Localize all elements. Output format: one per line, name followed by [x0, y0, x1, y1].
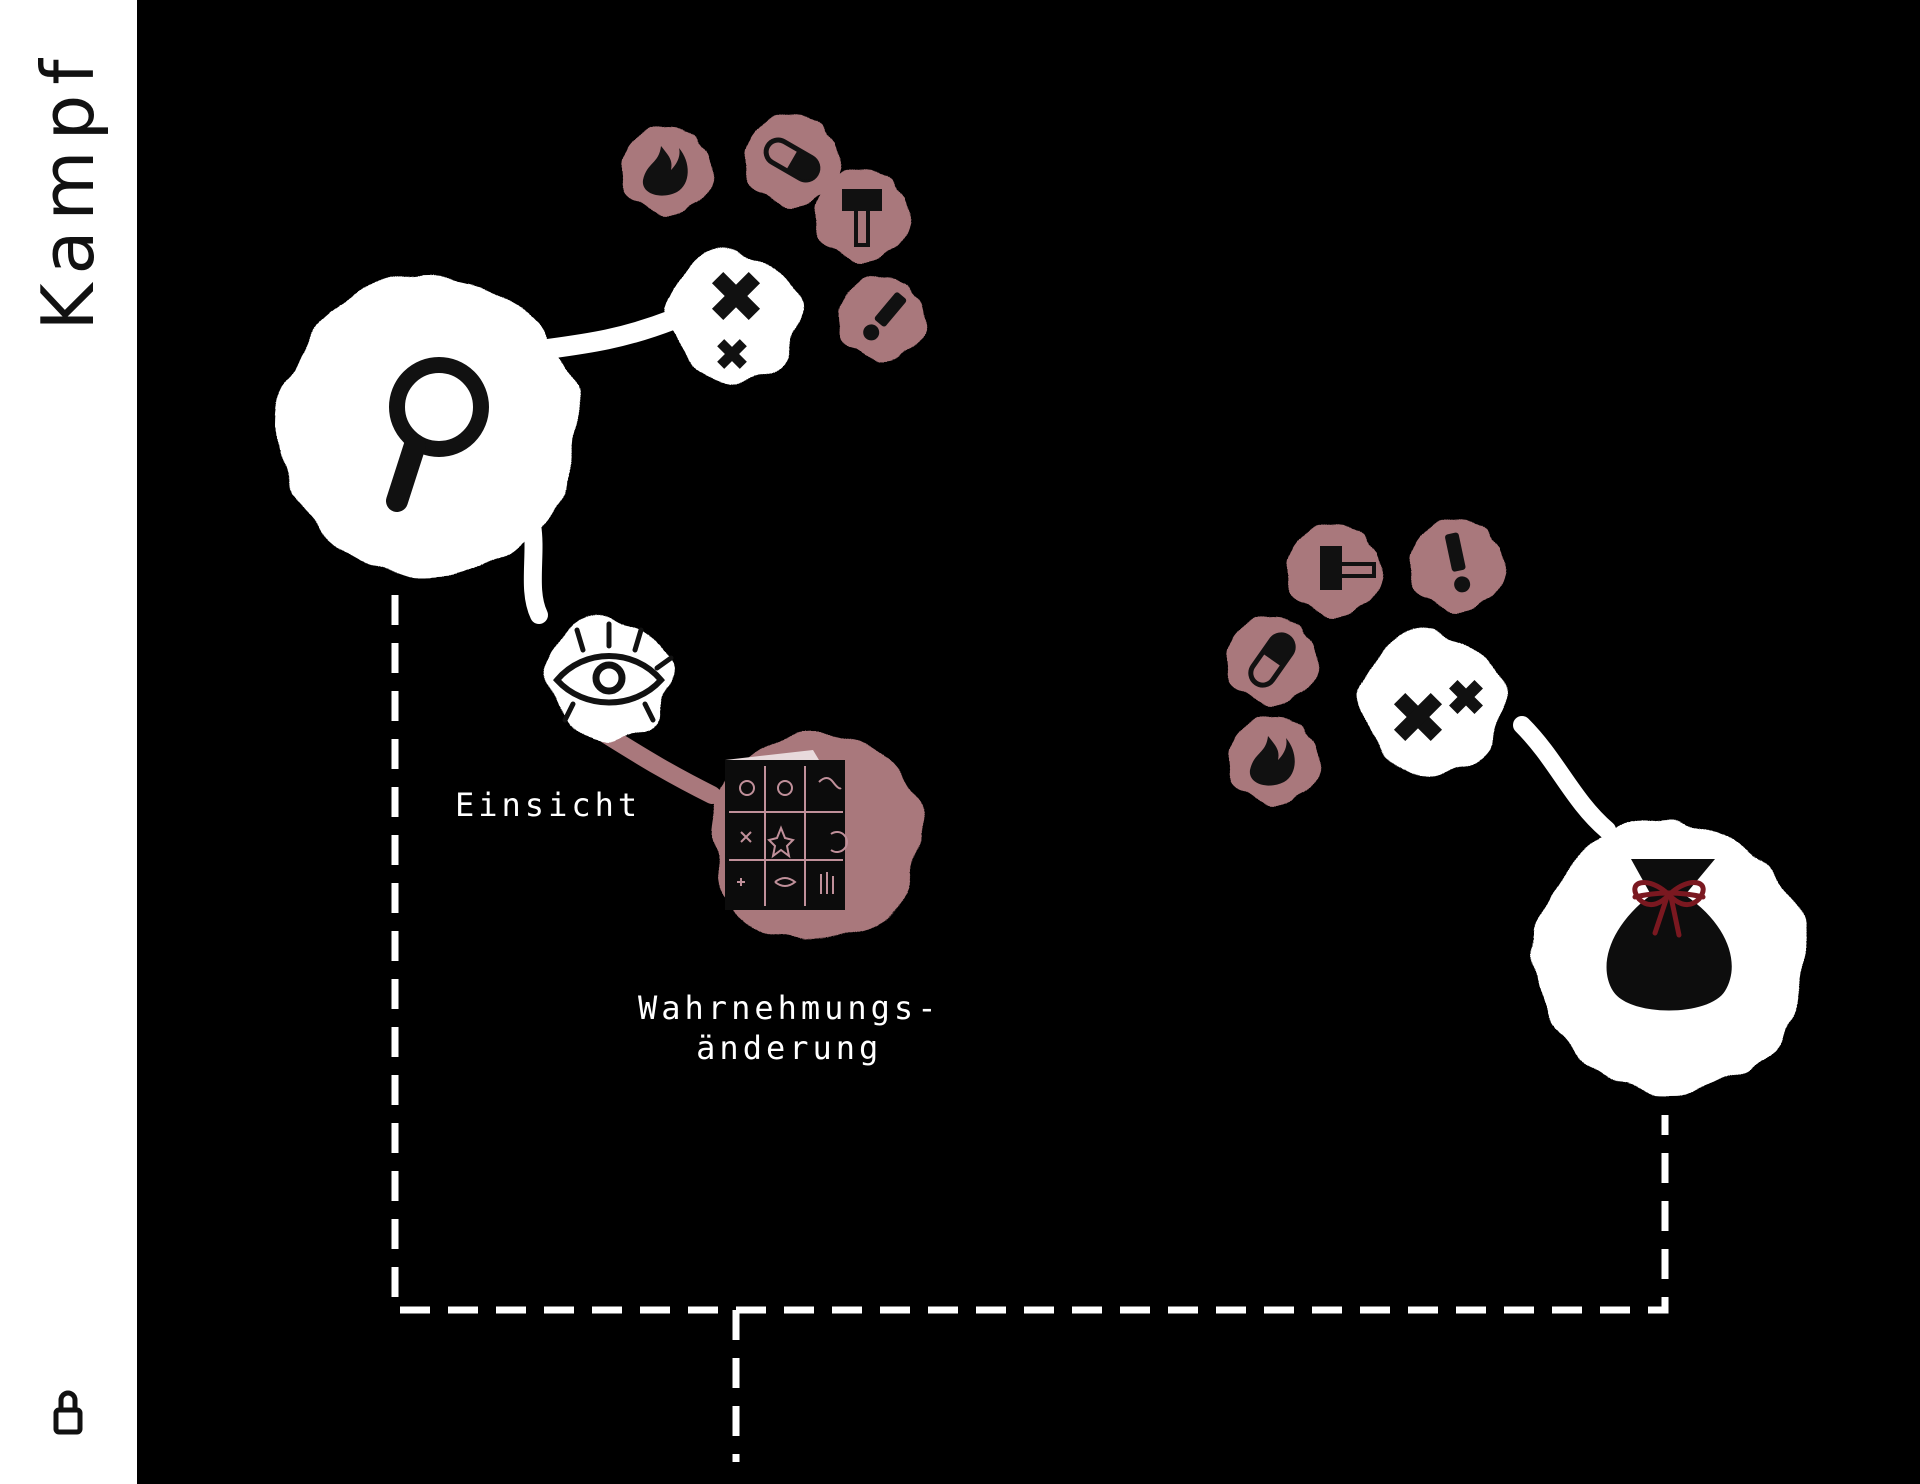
skill-tree-canvas: Einsicht Wahrnehmungs- änderung: [137, 0, 1920, 1484]
blot-card: [712, 733, 922, 943]
mini-blot-exclamation: [840, 276, 924, 360]
capsule-icon: [763, 137, 821, 183]
mini-blot-group-top: [623, 114, 924, 360]
exclamation-icon: [1445, 532, 1471, 593]
mini-blot-capsule: [746, 114, 838, 206]
dashed-connector: [391, 595, 1669, 1462]
node-label-line-1: Wahrnehmungs-: [638, 989, 941, 1027]
mini-blot-flame-right: [1230, 716, 1318, 804]
mini-blot-capsule-right: [1228, 616, 1316, 704]
hammer-icon: [1320, 546, 1376, 590]
node-label-einsicht: Einsicht: [455, 786, 642, 824]
symbol-card-icon: [725, 750, 848, 910]
flame-icon: [642, 146, 688, 196]
blot-link-card: [598, 726, 721, 804]
lock-icon: [53, 1390, 83, 1435]
crosses-icon: [711, 271, 761, 369]
capsule-icon: [1248, 632, 1296, 688]
sidebar: Kampf: [0, 0, 137, 1484]
exclamation-icon: [863, 292, 907, 341]
mini-blot-hammer-right: [1288, 524, 1380, 616]
eye-icon: [553, 621, 674, 723]
mini-blot-flame: [623, 126, 711, 214]
flame-icon: [1249, 736, 1295, 786]
blot-pouch: [1534, 820, 1804, 1090]
page-title: Kampf: [26, 49, 110, 331]
pouch-icon: [1606, 859, 1732, 1011]
blot-magnifier: [277, 275, 577, 575]
mini-blot-exclamation-right: [1411, 519, 1503, 611]
crosses-icon: [1393, 680, 1483, 742]
mini-blot-group-right: [1228, 519, 1503, 804]
node-label-wahrnehmungsaenderung: Wahrnehmungs- änderung: [638, 988, 940, 1068]
magnifier-icon: [386, 357, 489, 512]
blot-eye: [547, 618, 674, 742]
mini-blot-hammer: [816, 169, 908, 261]
blot-crosses-right: [1360, 633, 1504, 777]
hammer-icon: [842, 189, 882, 247]
blot-crosses-top: [668, 252, 800, 384]
node-label-line-2: änderung: [696, 1029, 883, 1067]
